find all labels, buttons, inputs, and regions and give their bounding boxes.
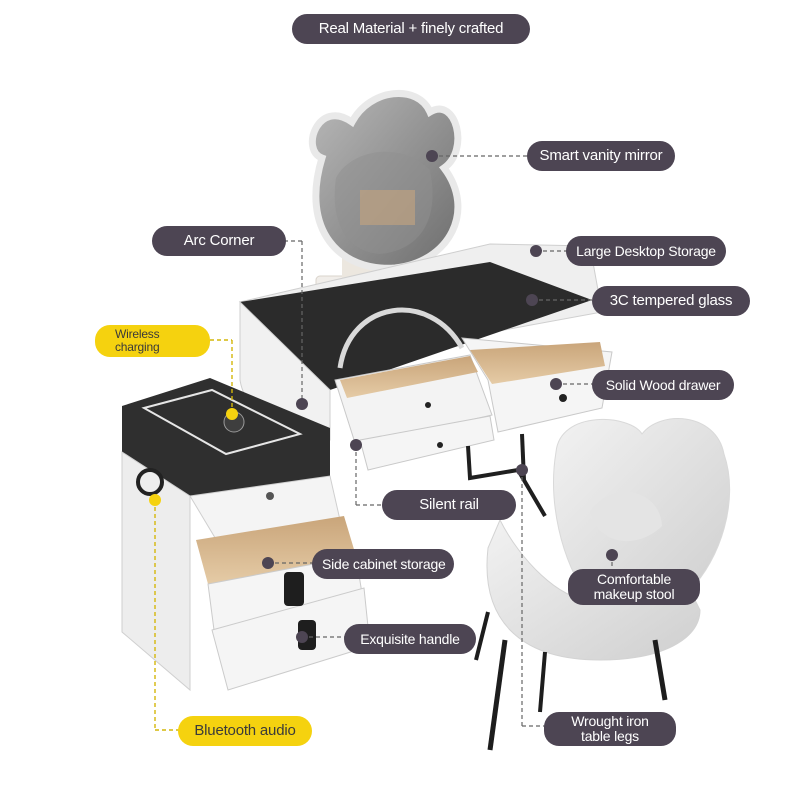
makeup-stool [474, 418, 731, 751]
wireless-charging-line1: Wireless [115, 327, 160, 341]
bluetooth-audio-label: Bluetooth audio [178, 716, 312, 746]
desktop-storage-label: Large Desktop Storage [566, 236, 726, 266]
wood-drawer-marker [550, 378, 562, 390]
bluetooth-audio-marker [149, 494, 161, 506]
wireless-charging-marker [226, 408, 238, 420]
handle-label: Exquisite handle [344, 624, 476, 654]
tempered-glass-marker [526, 294, 538, 306]
headline-label: Real Material + finely crafted [292, 14, 530, 44]
table-legs-line1: Wrought iron [571, 713, 649, 729]
smart-vanity-mirror [308, 89, 462, 299]
smart-mirror-label: Smart vanity mirror [527, 141, 675, 171]
desktop-storage-marker [530, 245, 542, 257]
stool-line2: makeup stool [593, 586, 675, 602]
tempered-glass-label: 3C tempered glass [592, 286, 750, 316]
desk [238, 243, 613, 518]
wireless-charging-line2: charging [115, 340, 160, 354]
table-legs-line2: table legs [581, 728, 639, 744]
mirror-marker [426, 150, 438, 162]
table-legs-marker [516, 464, 528, 476]
stool-marker [606, 549, 618, 561]
arc-corner-marker [296, 398, 308, 410]
wood-drawer-label: Solid Wood drawer [592, 370, 734, 400]
stool-line1: Comfortable [596, 571, 672, 587]
callout-leader-lines [154, 155, 613, 731]
side-cabinet-marker [262, 557, 274, 569]
silent-rail-label: Silent rail [382, 490, 516, 520]
side-cabinet-label: Side cabinet storage [312, 549, 454, 579]
silent-rail-marker [350, 439, 362, 451]
table-legs-label: Wrought iron table legs [544, 712, 676, 746]
handle-marker [296, 631, 308, 643]
wireless-charging-label: Wireless charging [95, 325, 210, 357]
arc-corner-label: Arc Corner [152, 226, 286, 256]
stool-label: Comfortable makeup stool [568, 569, 700, 605]
side-cabinet [121, 378, 371, 692]
